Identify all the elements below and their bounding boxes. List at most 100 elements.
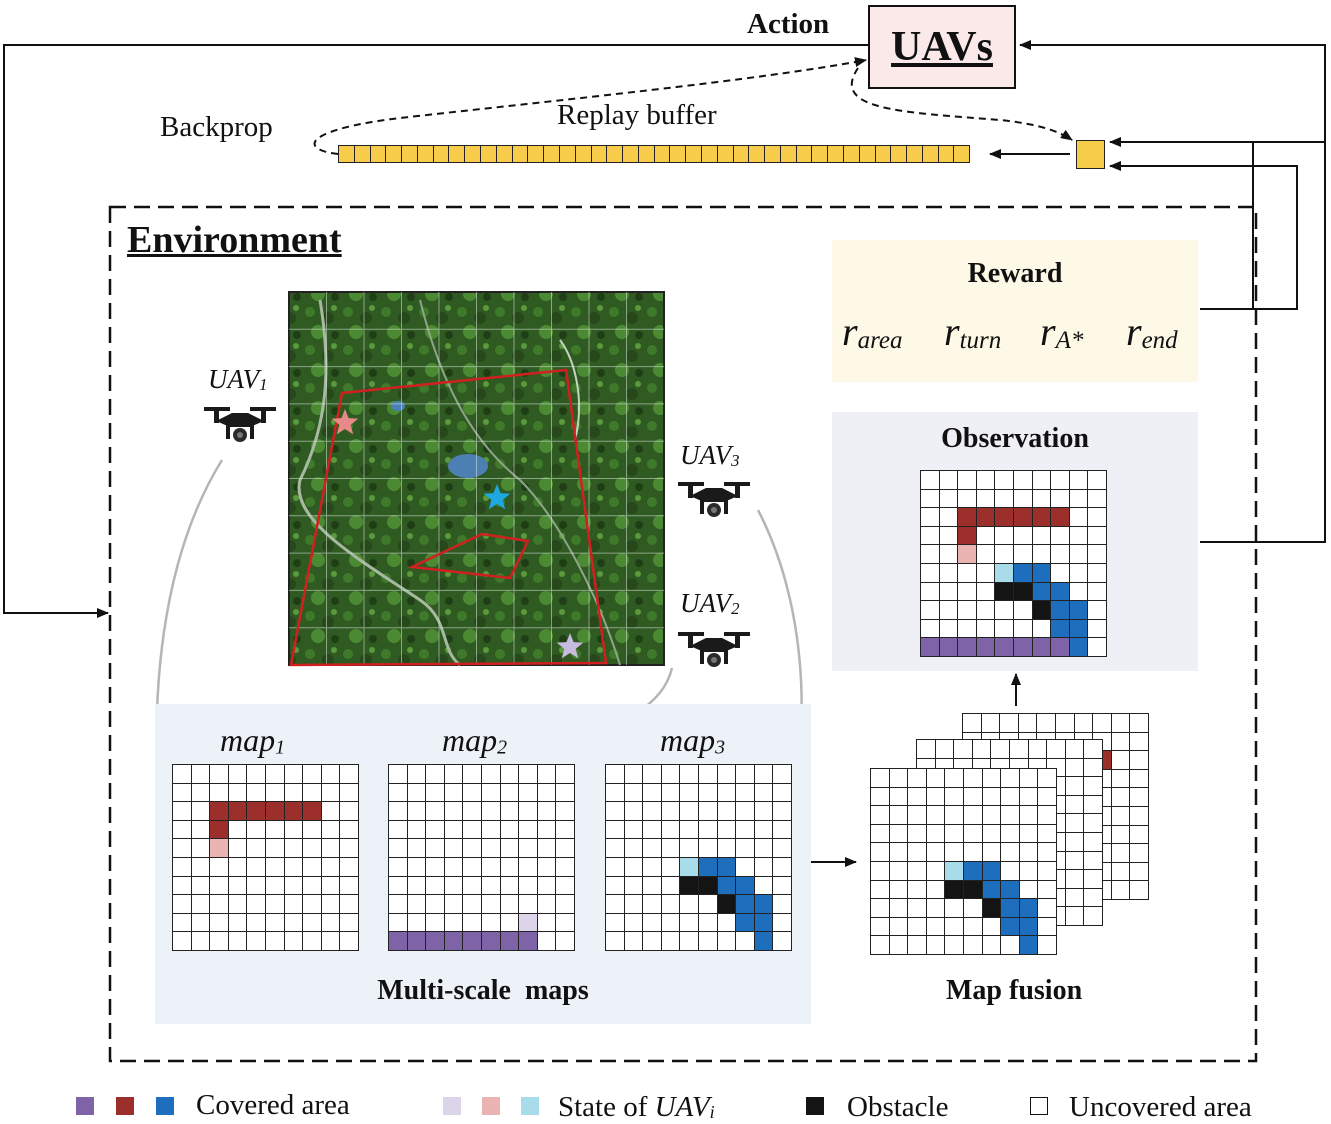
grid-cell (661, 876, 681, 896)
grid-cell (1065, 851, 1085, 871)
replay-buffer-cell (607, 146, 624, 162)
grid-cell (1065, 777, 1085, 796)
grid-cell (1038, 936, 1057, 955)
grid-cell (444, 932, 464, 951)
grid-cell (871, 769, 890, 788)
grid-cell (303, 839, 322, 858)
grid-cell (519, 858, 538, 877)
replay-buffer-cell (891, 146, 908, 162)
grid-cell (284, 895, 304, 914)
grid-cell (1019, 769, 1039, 788)
grid-cell (908, 824, 927, 844)
grid-cell (284, 820, 304, 840)
legend-obstacle-swatch (806, 1097, 824, 1115)
grid-cell (889, 769, 909, 788)
grid-cell (228, 820, 248, 840)
grid-cell (266, 783, 285, 803)
reward-term-turn: rturn (944, 309, 1002, 354)
grid-cell (964, 824, 983, 844)
grid-cell (556, 765, 575, 784)
grid-cell (773, 876, 792, 896)
grid-cell (945, 806, 964, 825)
grid-cell (284, 802, 304, 821)
grid-cell (1001, 899, 1020, 918)
grid-cell (736, 839, 755, 858)
grid-cell (482, 802, 501, 821)
grid-cell (680, 895, 699, 914)
grid-cell (303, 820, 322, 840)
legend-covered-red-swatch (116, 1097, 134, 1115)
grid-cell (482, 932, 501, 951)
grid-cell (444, 820, 464, 840)
grid-cell (976, 564, 996, 583)
grid-cell (247, 858, 266, 877)
grid-cell (303, 876, 322, 896)
grid-cell (191, 765, 211, 784)
grid-cell (939, 638, 959, 657)
grid-cell (519, 876, 538, 896)
grid-cell (939, 582, 959, 602)
grid-cell (699, 895, 718, 914)
grid-cell (754, 839, 774, 858)
grid-cell (389, 876, 408, 896)
grid-cell (537, 876, 557, 896)
grid-cell (1038, 824, 1057, 844)
grid-cell (284, 839, 304, 858)
grid-cell (1088, 489, 1107, 509)
grid-cell (210, 783, 229, 803)
grid-cell (191, 932, 211, 951)
grid-cell (556, 932, 575, 951)
replay-buffer-cell (496, 146, 513, 162)
grid-cell (773, 895, 792, 914)
grid-cell (321, 876, 341, 896)
grid-cell (717, 913, 737, 933)
grid-cell (1038, 787, 1057, 807)
grid-cell (537, 765, 557, 784)
grid-cell (426, 932, 445, 951)
grid-cell (661, 895, 681, 914)
grid-cell (939, 508, 959, 527)
grid-cell (1074, 714, 1094, 733)
replay-buffer-cell (417, 146, 434, 162)
grid-cell (500, 932, 520, 951)
grid-cell (1088, 601, 1107, 620)
grid-cell (661, 820, 681, 840)
grid-cell (463, 895, 482, 914)
grid-cell (976, 619, 996, 639)
grid-cell (407, 783, 427, 803)
grid-cell (1084, 740, 1103, 759)
replay-buffer-cell (828, 146, 844, 162)
grid-cell (407, 895, 427, 914)
grid-cell (1037, 714, 1056, 733)
grid-cell (624, 932, 644, 951)
grid-cell (964, 936, 983, 955)
grid-cell (173, 895, 192, 914)
grid-cell (228, 858, 248, 877)
grid-cell (699, 913, 718, 933)
grid-cell (1065, 795, 1085, 815)
grid-cell (871, 787, 890, 807)
grid-cell (991, 740, 1010, 759)
grid-cell (1130, 714, 1149, 733)
grid-cell (680, 876, 699, 896)
grid-cell (340, 839, 359, 858)
legend-covered-purple-swatch (76, 1097, 94, 1115)
grid-cell (606, 802, 625, 821)
uav3-label: UAV3 (680, 440, 740, 470)
grid-cell (284, 765, 304, 784)
grid-cell (210, 802, 229, 821)
grid-cell (1032, 638, 1052, 657)
grid-cell (173, 820, 192, 840)
grid-cell (736, 858, 755, 877)
grid-cell (606, 913, 625, 933)
legend-state-red-swatch (482, 1097, 500, 1115)
grid-cell (976, 526, 996, 546)
grid-cell (1014, 601, 1033, 620)
grid-cell (964, 862, 983, 881)
grid-cell (754, 876, 774, 896)
replay-buffer-cell (844, 146, 860, 162)
grid-cell (519, 839, 538, 858)
grid-cell (556, 876, 575, 896)
replay-buffer-cell (765, 146, 781, 162)
grid-cell (958, 638, 977, 657)
